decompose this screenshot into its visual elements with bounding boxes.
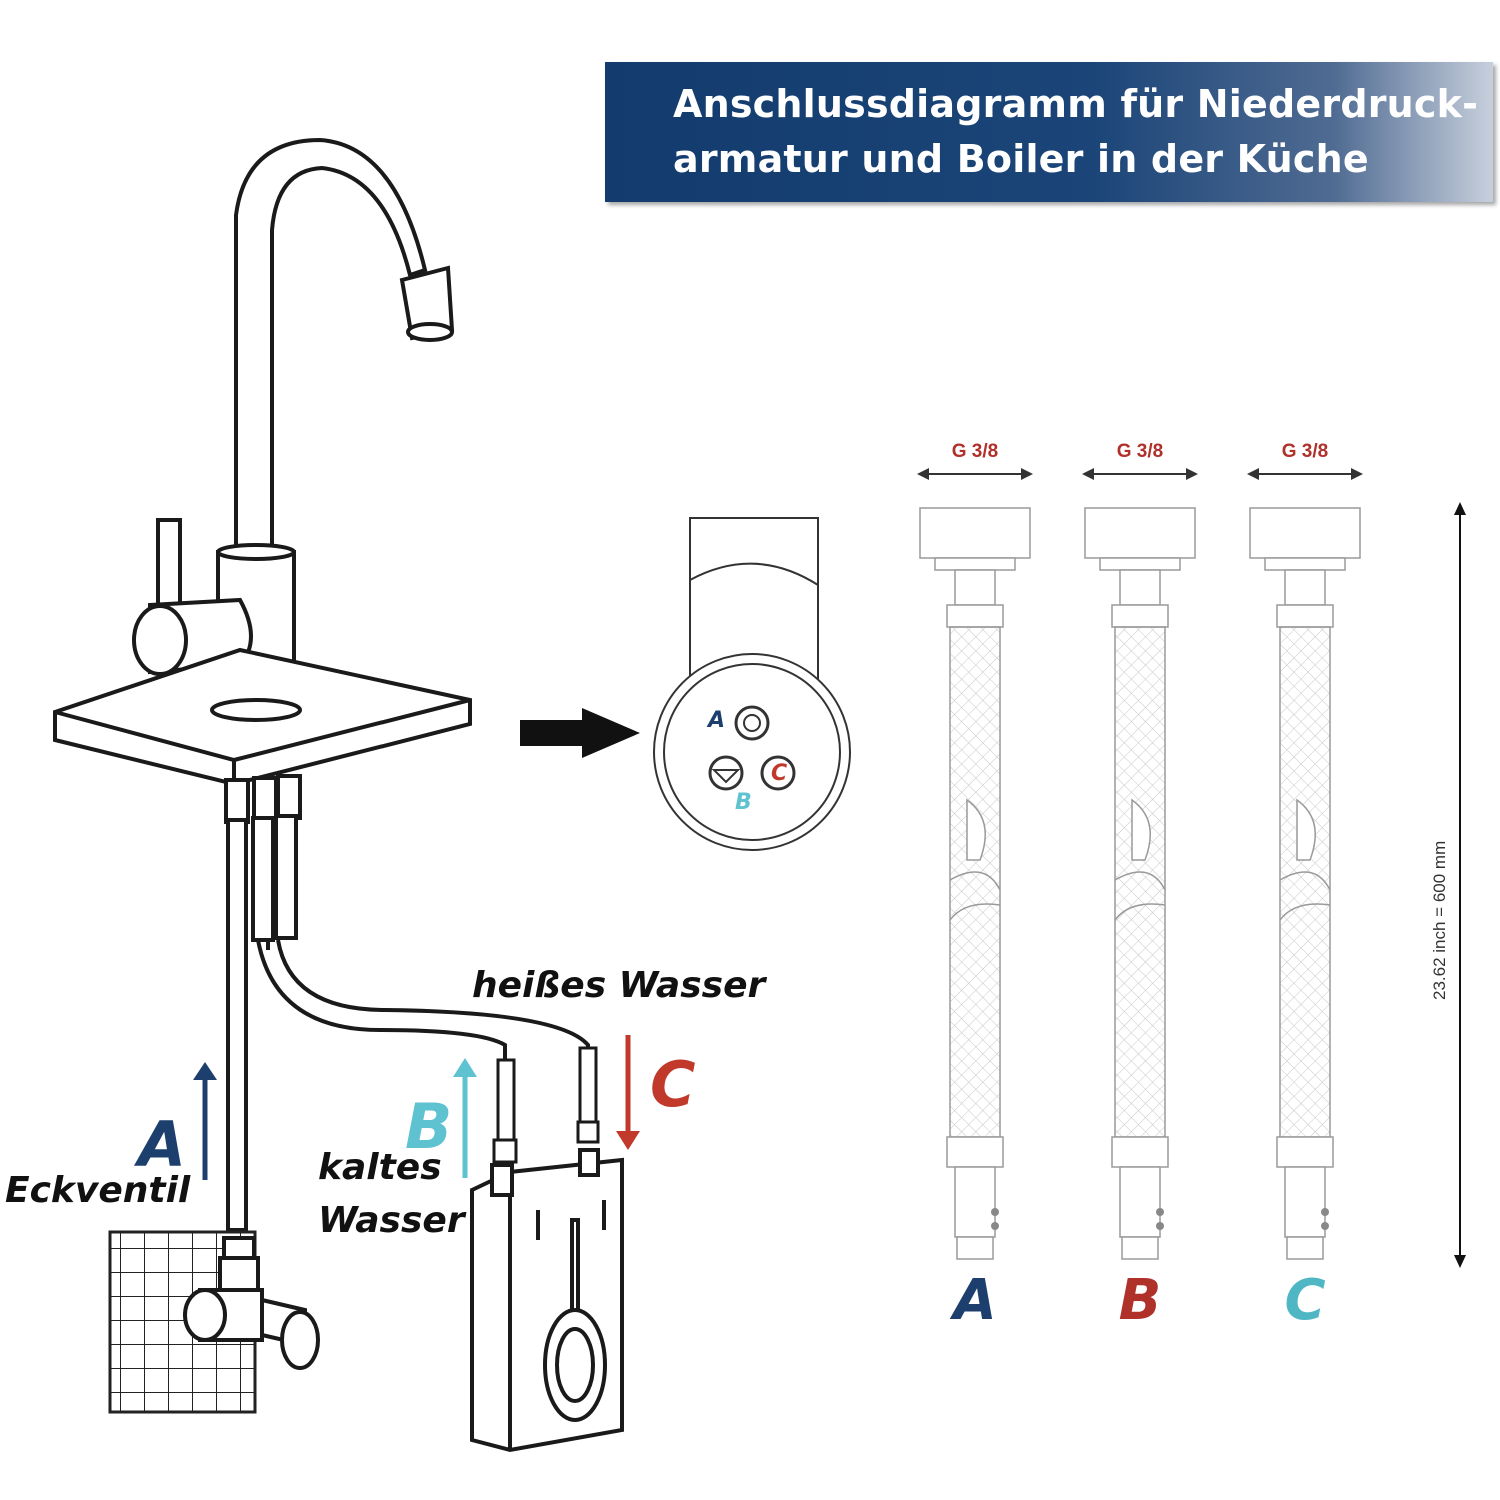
length-label-rotated: 23.62 inch = 600 mm <box>1430 841 1450 1000</box>
hose-letter-B: B <box>1118 1268 1162 1333</box>
detail-letter-A: A <box>708 708 726 733</box>
connector-detail <box>653 517 851 851</box>
arrow-C <box>616 1035 640 1150</box>
title-banner: Anschlussdiagramm für Niederdruck- armat… <box>605 62 1493 202</box>
hose-icon <box>917 468 1033 1260</box>
angle-valve-label: Eckventil <box>5 1170 191 1211</box>
thread-label: G 3/8 <box>951 441 999 462</box>
length-label-text: 23.62 inch = 600 mm <box>1430 840 1449 1000</box>
hose-letter-A: A <box>953 1268 997 1333</box>
letter-C-left: C <box>650 1048 696 1121</box>
thread-label: G 3/8 <box>1116 441 1164 462</box>
letter-A-left: A <box>138 1108 186 1181</box>
hose-icon <box>1247 468 1363 1260</box>
hot-water-label: heißes Wasser <box>472 965 766 1006</box>
cold-water-label-2: Wasser <box>318 1200 465 1241</box>
dimension-arrow <box>1454 502 1466 1268</box>
hose-letter-C: C <box>1284 1268 1326 1333</box>
cold-water-label-1: kaltes <box>318 1147 442 1188</box>
boiler-icon <box>470 1148 624 1453</box>
detail-letter-B: B <box>735 790 752 815</box>
hose-lines <box>256 939 590 1070</box>
hose-fittings <box>492 1046 600 1164</box>
arrow-B <box>453 1058 477 1178</box>
faucet-icon <box>53 137 472 1232</box>
detail-letter-C: C <box>771 761 788 786</box>
angle-valve-icon <box>108 1230 320 1414</box>
arrow-right-icon <box>520 708 640 758</box>
letter-B-left: B <box>405 1090 453 1163</box>
hose-icon <box>1082 468 1198 1260</box>
arrow-A <box>193 1062 217 1180</box>
thread-label: G 3/8 <box>1281 441 1329 462</box>
title-line-1: Anschlussdiagramm für Niederdruck- <box>673 82 1479 126</box>
title-line-2: armatur und Boiler in der Küche <box>673 137 1369 181</box>
hoses <box>917 468 1363 1260</box>
